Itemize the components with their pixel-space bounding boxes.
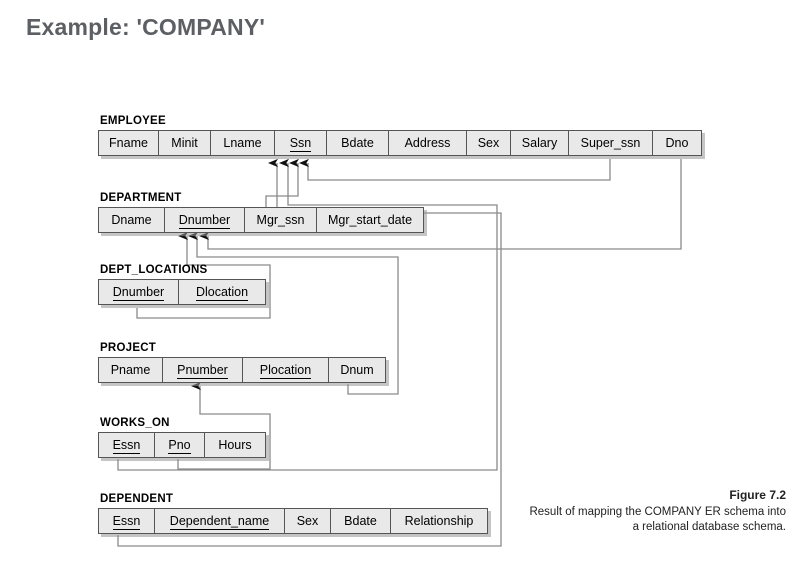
figure-label: Figure 7.2 bbox=[729, 488, 786, 502]
relation-name-dependent: DEPENDENT bbox=[100, 493, 174, 505]
attr-employee-dno[interactable]: Dno bbox=[653, 131, 701, 155]
relation-name-department: DEPARTMENT bbox=[100, 192, 182, 204]
attr-dependent-essn[interactable]: Essn bbox=[99, 509, 155, 533]
attr-project-pnumber[interactable]: Pnumber bbox=[163, 358, 243, 382]
attr-department-dnumber[interactable]: Dnumber bbox=[165, 208, 245, 232]
attribute-row-project: Pname Pnumber Plocation Dnum bbox=[98, 357, 386, 383]
attribute-row-employee: Fname Minit Lname Ssn Bdate Address Sex … bbox=[98, 130, 702, 156]
relation-name-works-on: WORKS_ON bbox=[100, 417, 170, 429]
attr-workson-hours[interactable]: Hours bbox=[205, 433, 265, 457]
attribute-row-dept-locations: Dnumber Dlocation bbox=[98, 279, 266, 305]
attr-employee-fname[interactable]: Fname bbox=[99, 131, 159, 155]
attr-workson-pno[interactable]: Pno bbox=[155, 433, 205, 457]
fk-employee-superssn-to-ssn bbox=[299, 158, 611, 181]
attr-workson-essn[interactable]: Essn bbox=[99, 433, 155, 457]
relation-name-employee: EMPLOYEE bbox=[100, 115, 166, 127]
relation-dependent: DEPENDENT Essn Dependent_name Sex Bdate … bbox=[98, 493, 488, 534]
attr-deptlocations-dlocation[interactable]: Dlocation bbox=[179, 280, 265, 304]
attr-dependent-relationship[interactable]: Relationship bbox=[391, 509, 487, 533]
attr-employee-lname[interactable]: Lname bbox=[211, 131, 275, 155]
attr-dependent-sex[interactable]: Sex bbox=[285, 509, 331, 533]
attr-dependent-dependent-name[interactable]: Dependent_name bbox=[155, 509, 285, 533]
attr-department-dname[interactable]: Dname bbox=[99, 208, 165, 232]
attr-project-plocation[interactable]: Plocation bbox=[243, 358, 329, 382]
attr-employee-salary[interactable]: Salary bbox=[511, 131, 569, 155]
attr-employee-bdate[interactable]: Bdate bbox=[327, 131, 389, 155]
figure-caption-text: Result of mapping the COMPANY ER schema … bbox=[529, 505, 786, 534]
relation-name-project: PROJECT bbox=[100, 342, 157, 354]
page-title: Example: 'COMPANY' bbox=[26, 14, 266, 40]
relation-employee: EMPLOYEE Fname Minit Lname Ssn Bdate Add… bbox=[98, 115, 702, 156]
attr-employee-address[interactable]: Address bbox=[389, 131, 467, 155]
attr-deptlocations-dnumber[interactable]: Dnumber bbox=[99, 280, 179, 304]
attr-department-mgr-ssn[interactable]: Mgr_ssn bbox=[245, 208, 317, 232]
attr-dependent-bdate[interactable]: Bdate bbox=[331, 509, 391, 533]
attr-department-mgr-start-date[interactable]: Mgr_start_date bbox=[317, 208, 423, 232]
figure-caption: Figure 7.2 Result of mapping the COMPANY… bbox=[524, 488, 786, 536]
attr-employee-sex[interactable]: Sex bbox=[467, 131, 511, 155]
relation-dept-locations: DEPT_LOCATIONS Dnumber Dlocation bbox=[98, 264, 266, 305]
attribute-row-works-on: Essn Pno Hours bbox=[98, 432, 266, 458]
attr-employee-super-ssn[interactable]: Super_ssn bbox=[569, 131, 653, 155]
attr-employee-minit[interactable]: Minit bbox=[159, 131, 211, 155]
relation-name-dept-locations: DEPT_LOCATIONS bbox=[100, 264, 208, 276]
attribute-row-dependent: Essn Dependent_name Sex Bdate Relationsh… bbox=[98, 508, 488, 534]
attribute-row-department: Dname Dnumber Mgr_ssn Mgr_start_date bbox=[98, 207, 424, 233]
attr-employee-ssn[interactable]: Ssn bbox=[275, 131, 327, 155]
relation-department: DEPARTMENT Dname Dnumber Mgr_ssn Mgr_sta… bbox=[98, 192, 424, 233]
attr-project-dnum[interactable]: Dnum bbox=[329, 358, 385, 382]
relation-works-on: WORKS_ON Essn Pno Hours bbox=[98, 417, 266, 458]
relation-project: PROJECT Pname Pnumber Plocation Dnum bbox=[98, 342, 386, 383]
attr-project-pname[interactable]: Pname bbox=[99, 358, 163, 382]
